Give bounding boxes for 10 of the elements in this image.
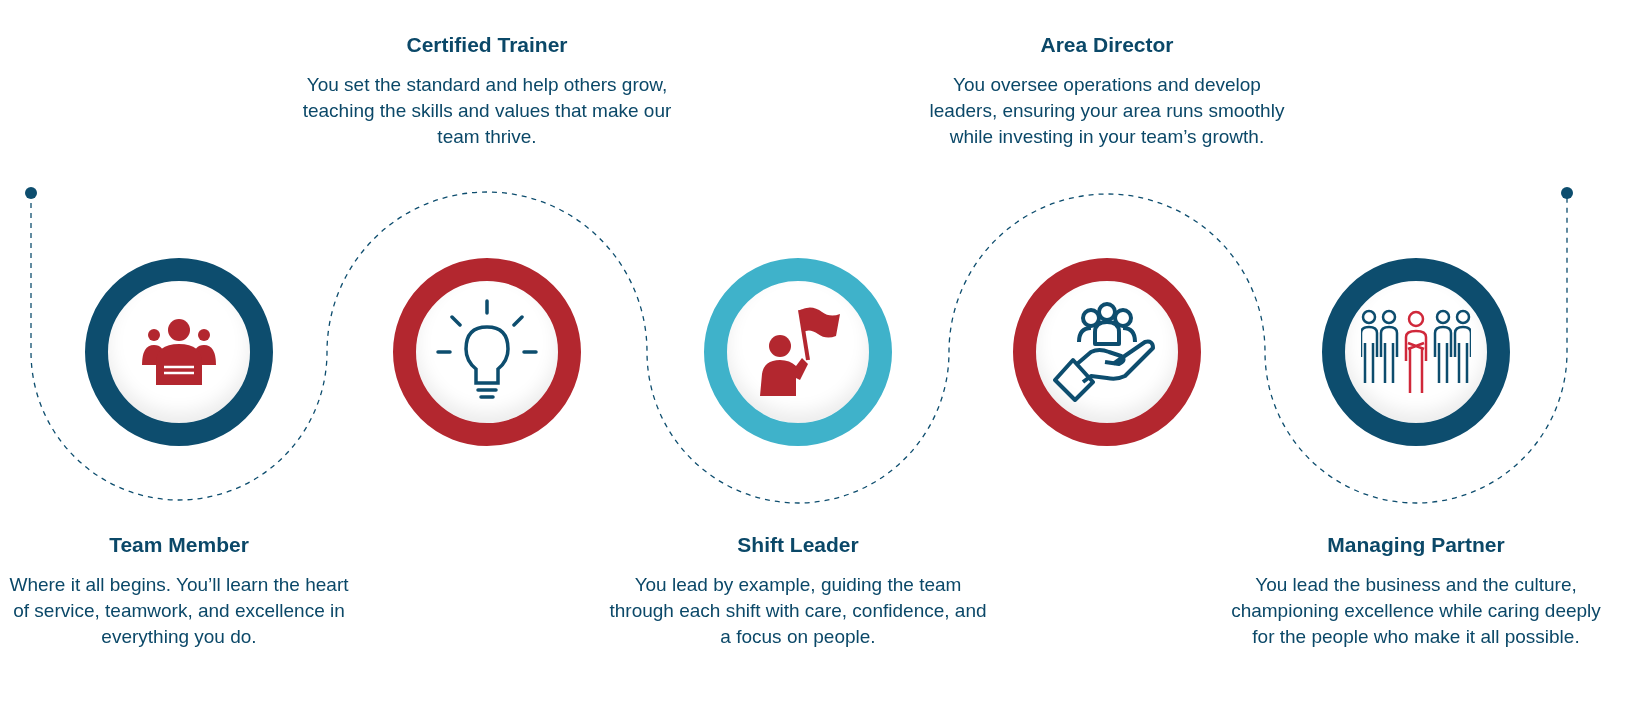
stage-title: Certified Trainer bbox=[405, 33, 569, 57]
stage-title: Team Member bbox=[108, 533, 250, 557]
stage-description: You lead by example, guiding the team through each shift with care, confidence, and a focus on people. bbox=[608, 573, 988, 649]
stage-description: You set the standard and help others grow, teaching the skills and values that make our team thrive. bbox=[301, 73, 673, 149]
stage-description: You oversee operations and develop leaders, ensuring your area runs smoothly while investing in your team’s growth. bbox=[928, 73, 1286, 149]
stage-title: Area Director bbox=[1039, 33, 1175, 57]
stage-description: Where it all begins. You’ll learn the heart of service, teamwork, and excellence in everything you do. bbox=[8, 573, 350, 649]
stage-title: Managing Partner bbox=[1326, 533, 1506, 557]
stage-title: Shift Leader bbox=[736, 533, 860, 557]
stage-description: You lead the business and the culture, championing excellence while caring deeply for the people who make it all possible. bbox=[1230, 573, 1602, 649]
